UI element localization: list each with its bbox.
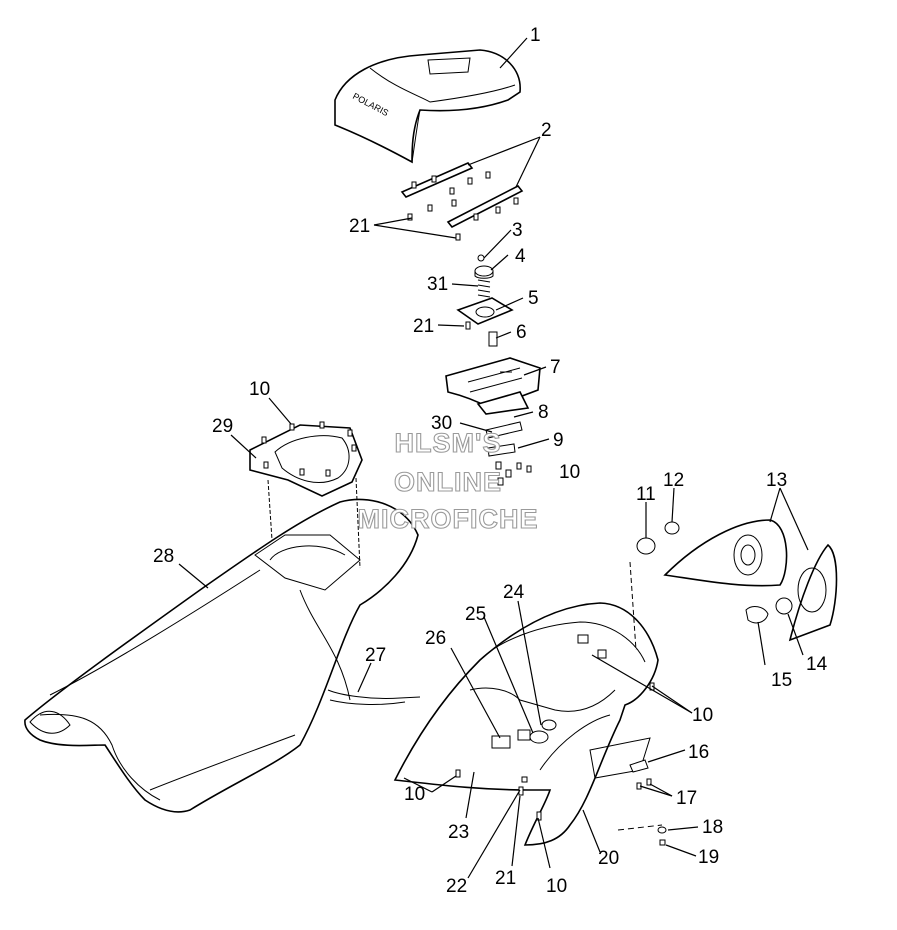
taillight-assembly xyxy=(636,519,838,642)
callout-26: 26 xyxy=(425,628,446,649)
callout-12: 12 xyxy=(663,470,684,491)
watermark-line-2: ONLINE xyxy=(394,467,502,497)
callout-11: 11 xyxy=(636,484,656,505)
watermark: HLSM'S ONLINE MICROFICHE xyxy=(357,427,539,534)
watermark-line-3: MICROFICHE xyxy=(358,504,539,534)
callout-21: 21 xyxy=(349,216,370,237)
callout-labels: 1 2 21 3 4 31 5 21 6 7 8 30 9 10 10 29 2… xyxy=(153,25,828,897)
leader-lines xyxy=(178,37,809,879)
callout-6: 6 xyxy=(516,322,527,343)
callout-10: 10 xyxy=(249,379,270,400)
latch-assembly xyxy=(456,254,514,347)
callout-20: 20 xyxy=(598,848,619,869)
callout-14: 14 xyxy=(806,654,828,675)
latch-plate xyxy=(445,357,541,486)
callout-15: 15 xyxy=(771,670,792,691)
callout-8: 8 xyxy=(538,402,549,423)
callout-16: 16 xyxy=(688,742,709,763)
callout-13: 13 xyxy=(766,470,787,491)
callout-27: 27 xyxy=(365,645,386,666)
callout-10: 10 xyxy=(546,876,567,897)
callout-3: 3 xyxy=(512,220,523,241)
callout-1: 1 xyxy=(530,25,541,46)
callout-18: 18 xyxy=(702,817,723,838)
callout-23: 23 xyxy=(448,822,469,843)
watermark-line-1: HLSM'S xyxy=(395,428,502,458)
callout-2: 2 xyxy=(541,120,552,141)
callout-29: 29 xyxy=(212,416,233,437)
callout-21: 21 xyxy=(413,316,434,337)
callout-17: 17 xyxy=(676,788,697,809)
callout-19: 19 xyxy=(698,847,719,868)
callout-7: 7 xyxy=(550,357,561,378)
hinge-strips xyxy=(400,162,524,241)
callout-9: 9 xyxy=(553,430,564,451)
callout-21: 21 xyxy=(495,868,516,889)
callout-5: 5 xyxy=(528,288,539,309)
seat-frame xyxy=(249,421,363,497)
callout-4: 4 xyxy=(515,246,526,267)
callout-10: 10 xyxy=(404,784,425,805)
callout-30: 30 xyxy=(431,413,452,434)
latch-cable xyxy=(327,689,421,705)
callout-10: 10 xyxy=(559,462,580,483)
callout-24: 24 xyxy=(503,582,525,603)
storage-lid: POLARIS xyxy=(334,49,521,164)
callout-22: 22 xyxy=(446,876,467,897)
seat xyxy=(24,477,419,813)
callout-31: 31 xyxy=(427,274,448,295)
callout-25: 25 xyxy=(465,604,486,625)
callout-28: 28 xyxy=(153,546,174,567)
callout-10: 10 xyxy=(692,705,713,726)
